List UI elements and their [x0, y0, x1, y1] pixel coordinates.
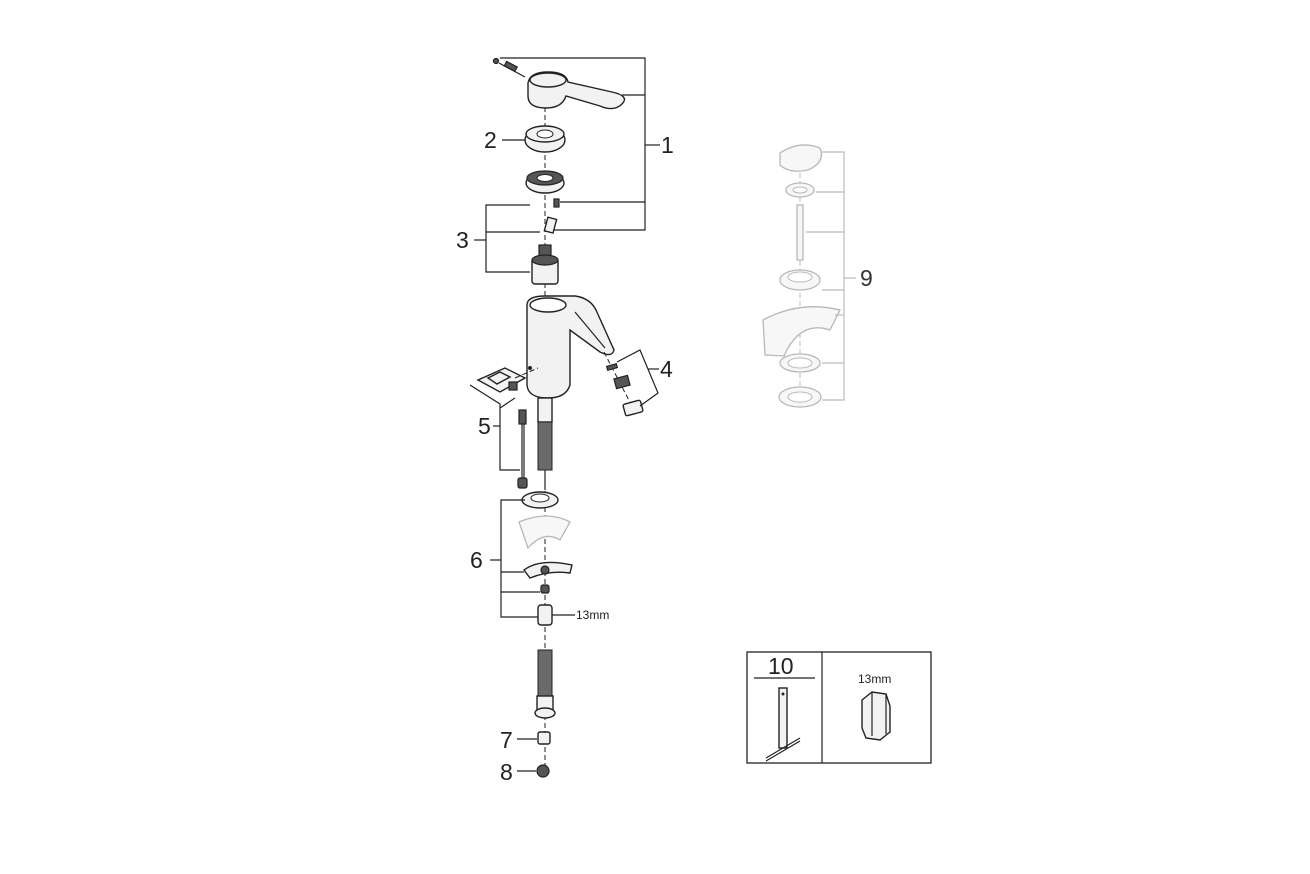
screw-small — [492, 57, 500, 65]
supply-hose-upper — [537, 397, 553, 490]
part-4-aerator — [603, 351, 644, 417]
callout-1-bracket — [500, 57, 660, 231]
callout-6-label: 6 — [470, 547, 483, 573]
faucet-body — [526, 295, 615, 399]
callout-5-label: 5 — [478, 413, 491, 439]
part-6-fixing-set — [518, 491, 575, 626]
part-10-tools-box — [746, 651, 932, 764]
callout-7-label: 7 — [500, 727, 513, 753]
callout-6-bracket — [490, 499, 540, 618]
callout-5-bracket — [469, 384, 520, 471]
part-3-cartridge — [531, 198, 560, 285]
part-5-mounting-parts — [476, 367, 539, 489]
cartridge-key-tool — [765, 687, 801, 762]
waste-plug — [779, 144, 823, 172]
callout-9-label: 9 — [860, 265, 873, 291]
part-1-lever-handle — [492, 57, 626, 110]
callout-4-label: 4 — [660, 356, 673, 382]
callout-9-bracket — [806, 151, 856, 401]
callout-10-label: 10 — [768, 653, 794, 679]
part-8-nut — [517, 764, 550, 778]
supply-hose-lower — [534, 649, 556, 719]
part-7-nipple — [517, 731, 551, 745]
callout-3-bracket — [474, 204, 540, 273]
callout-1-label: 1 — [661, 132, 674, 158]
set-screw — [503, 60, 519, 73]
callout-8-label: 8 — [500, 759, 513, 785]
callout-4-bracket — [616, 349, 659, 407]
callout-3-label: 3 — [456, 227, 469, 253]
part-2-cover-ring — [502, 125, 566, 153]
tool-size-label: 13mm — [858, 672, 891, 686]
socket-tool — [861, 691, 891, 741]
callout-2-label: 2 — [484, 127, 497, 153]
nut-size-label: 13mm — [576, 608, 609, 622]
cartridge-nut — [525, 170, 565, 194]
part-9-waste-set — [762, 144, 841, 408]
